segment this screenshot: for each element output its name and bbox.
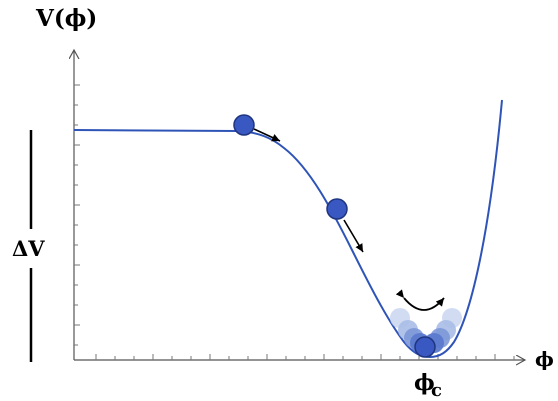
oscillating-balls [390,308,462,358]
potential-curve [73,99,503,359]
oscillation-arrow [395,289,445,311]
ball-plateau [233,114,255,136]
x-axis-ticks [95,354,515,360]
delta-v-label: ΔV [12,236,45,261]
y-axis-ticks [74,84,80,346]
ball-slope [326,198,348,220]
critical-point-label: ϕ [414,370,435,396]
y-axis-label: V(ϕ) [35,5,97,32]
critical-point-subscript: c [431,380,442,401]
ball-plateau-motion-arrow [253,128,281,142]
ball-slope-motion-arrow [343,219,364,253]
x-axis-label: ϕ [535,347,554,371]
ball-minimum [414,336,436,358]
